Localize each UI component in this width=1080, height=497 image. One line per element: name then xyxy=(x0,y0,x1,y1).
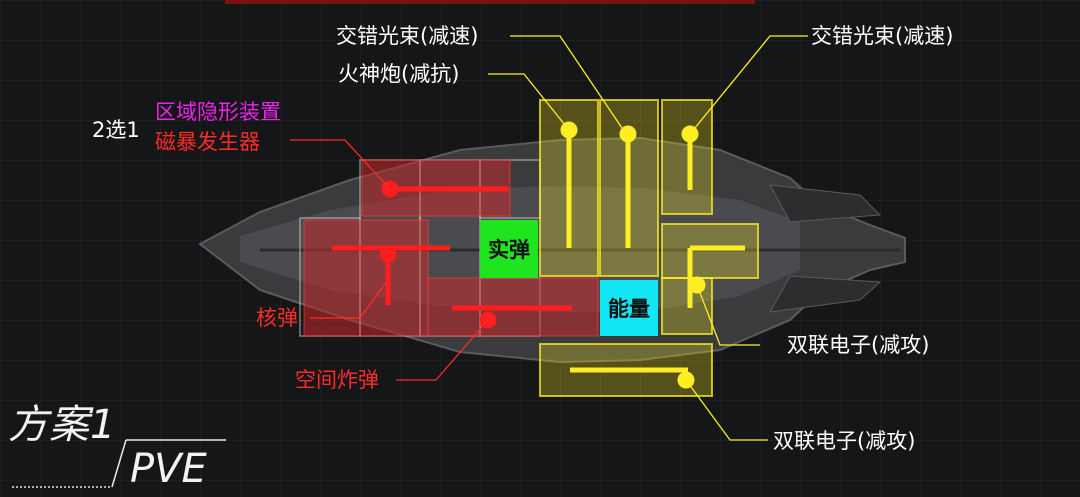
red-slot-regions xyxy=(303,159,599,337)
magnetic-generator-label: 磁暴发生器 xyxy=(155,130,260,154)
top-accent-bar xyxy=(225,0,755,4)
plan-mode: PVE xyxy=(130,446,207,492)
fire-cannon-label: 火神炮(减抗) xyxy=(338,62,460,86)
plan-divider xyxy=(12,439,226,488)
kinetic-slot xyxy=(480,220,538,278)
twin-electron-upper-label: 双联电子(减攻) xyxy=(787,333,930,357)
energy-slot xyxy=(600,280,658,336)
cross-beam-left-label: 交错光束(减速) xyxy=(336,24,479,48)
energy-slot-tag: 能量 xyxy=(608,297,650,321)
cross-beam-right-label: 交错光束(减速) xyxy=(811,24,954,48)
kinetic-slot-tag: 实弹 xyxy=(488,238,530,262)
twin-electron-lower-label: 双联电子(减攻) xyxy=(773,429,916,453)
plan-title: 方案1 xyxy=(8,402,117,448)
nuke-marker xyxy=(379,245,397,263)
stealth-device-label: 区域隐形装置 xyxy=(155,100,281,124)
nuke-label: 核弹 xyxy=(256,306,298,330)
leader-lines xyxy=(290,35,808,441)
space-bomb-label: 空间炸弹 xyxy=(295,368,379,392)
choose-hint-label: 2选1 xyxy=(92,118,140,142)
